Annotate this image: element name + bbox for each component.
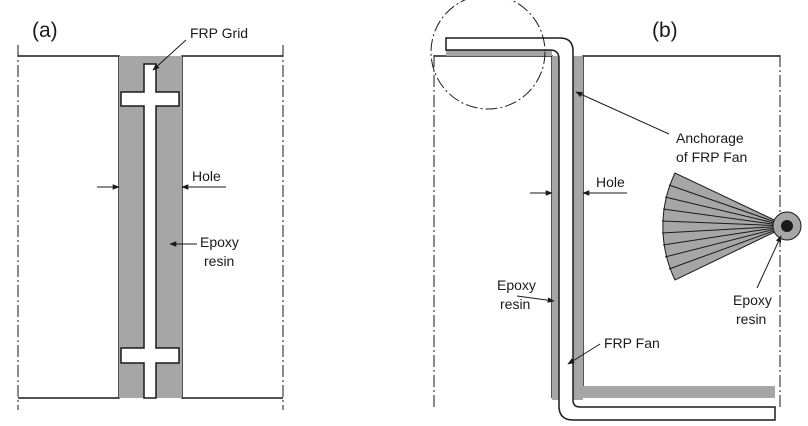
epoxy-resin-label-b-left-line2: resin	[500, 296, 530, 312]
anchorage-leader	[575, 91, 670, 135]
anchorage-label-line1: Anchorage	[676, 130, 744, 146]
epoxy-resin-label-b-left-line1: Epoxy	[497, 277, 536, 293]
frp-fan-detail	[661, 172, 802, 281]
fan-ribs	[661, 184, 788, 270]
panel-a-label: (a)	[32, 19, 58, 42]
anchorage-circle	[430, 0, 546, 110]
panel-a: (a) FRP Grid Hole Epoxy resin	[17, 19, 284, 410]
hole-label-b: Hole	[596, 174, 625, 190]
frp-grid-leader	[152, 39, 187, 71]
concrete-block-left-a	[18, 55, 120, 399]
fan-sector	[662, 172, 789, 281]
epoxy-resin-label-b-right-line2: resin	[736, 311, 766, 327]
epoxy-resin-leader-b-right	[756, 235, 782, 289]
epoxy-resin-leader-b-left	[516, 295, 555, 303]
concrete-block-left-b	[434, 55, 553, 398]
frp-fan-leader	[567, 343, 601, 365]
epoxy-resin-label-a-line1: Epoxy	[200, 234, 239, 250]
anchor-core	[781, 220, 793, 232]
panel-b: (b) Anchorage of FRP Fan Hole Epoxy resi…	[430, 0, 802, 421]
epoxy-resin-bottom-b	[583, 386, 775, 398]
frp-grid-label: FRP Grid	[190, 25, 248, 41]
anchorage-label-line2: of FRP Fan	[676, 149, 747, 165]
panel-b-label: (b)	[652, 19, 678, 42]
concrete-block-right-a	[181, 55, 283, 399]
frp-fan-label: FRP Fan	[604, 335, 660, 351]
hole-label-a: Hole	[192, 168, 221, 184]
epoxy-resin-label-b-right-line1: Epoxy	[733, 292, 772, 308]
frp-fan-strip	[445, 37, 776, 421]
epoxy-resin-label-a-line2: resin	[204, 253, 234, 269]
frp-grid-shape	[120, 63, 180, 399]
